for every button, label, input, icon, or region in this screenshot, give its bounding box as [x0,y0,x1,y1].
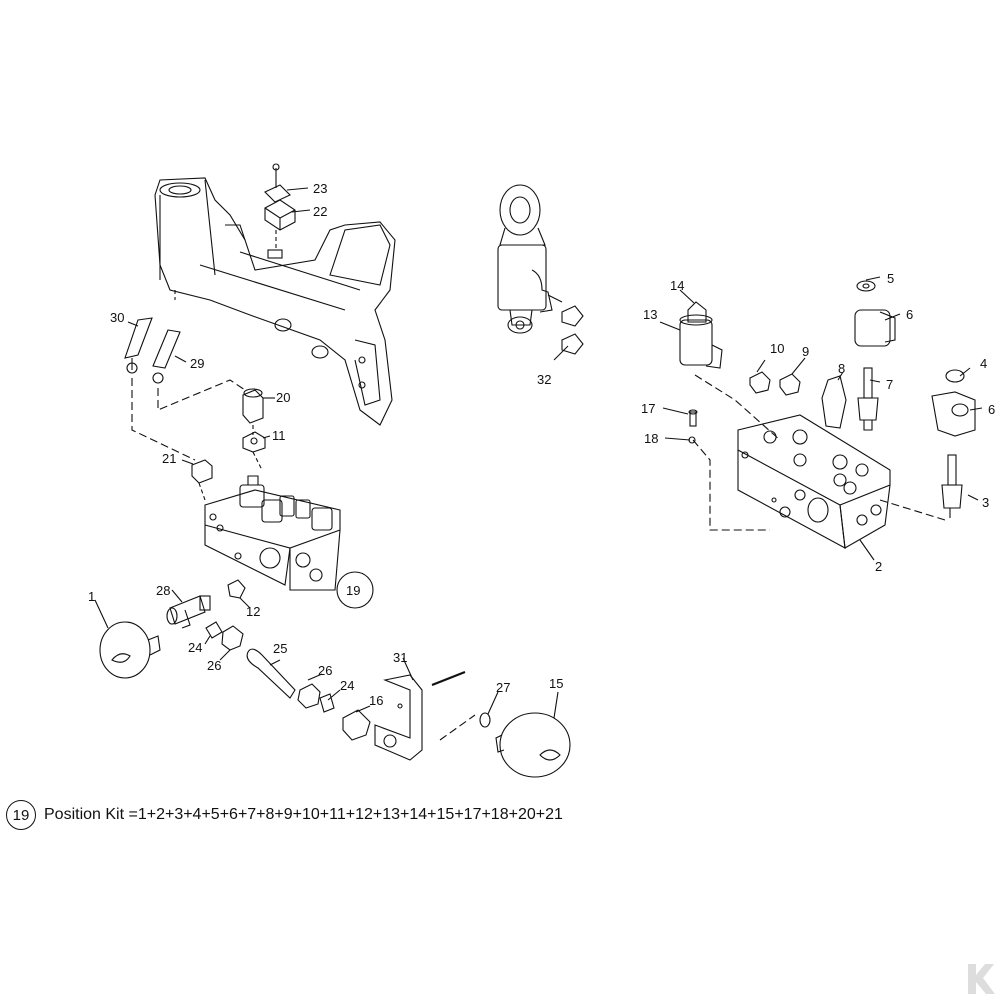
cylinder [497,184,563,334]
callout-9: 9 [802,344,809,359]
callout-1: 1 [88,589,95,604]
hose-30 [124,317,153,374]
nut-5 [856,280,876,292]
nut-10 [749,371,771,394]
callout-21: 21 [162,451,176,466]
fitting-12 [227,579,246,599]
callout-24a: 24 [188,640,202,655]
fitting-21 [191,459,213,484]
kit-number-circle: 19 [6,800,36,830]
callout-17: 17 [641,401,655,416]
callout-28: 28 [156,583,170,598]
nut-26b [297,683,321,709]
callout-32: 32 [537,372,551,387]
switch-8 [821,375,847,429]
fitting-20 [242,388,264,424]
callout-26a: 26 [207,658,221,673]
callout-14: 14 [670,278,684,293]
callout-13: 13 [643,307,657,322]
callout-20: 20 [276,390,290,405]
callout-6a: 6 [906,307,913,322]
callout-4: 4 [980,356,987,371]
nut-4 [945,369,965,383]
callout-labels: 23 22 30 29 20 11 21 19 28 12 1 24 26 25… [88,181,995,708]
kit-description: Position Kit =1+2+3+4+5+6+7+8+9+10+11+12… [44,806,563,823]
cap-14 [687,301,707,323]
solenoid-13 [679,314,723,369]
cartridge-7 [857,367,879,431]
tee-28 [166,595,211,629]
callout-23: 23 [313,181,327,196]
callout-25: 25 [273,641,287,656]
hose-29 [152,329,181,384]
leader-lines [94,187,983,719]
callout-5: 5 [887,271,894,286]
callout-6b: 6 [988,402,995,417]
kit-circle-19 [336,571,374,609]
callout-10: 10 [770,341,784,356]
callout-24b: 24 [340,678,354,693]
axle-housing [154,177,396,426]
callout-15: 15 [549,676,563,691]
callout-3: 3 [982,495,989,510]
coil-6a [854,309,896,347]
callout-22: 22 [313,204,327,219]
callout-2: 2 [875,559,882,574]
callout-29: 29 [190,356,204,371]
valve-block-2 [737,414,891,549]
valve-assembly-19 [204,475,341,591]
kit-legend: 19 Position Kit =1+2+3+4+5+6+7+8+9+10+11… [6,800,563,830]
callout-31: 31 [393,650,407,665]
cartridge-3 [941,454,963,518]
callout-26b: 26 [318,663,332,678]
brand-mark-icon [968,964,995,994]
callout-19: 19 [346,583,360,598]
bracket-31 [374,670,466,761]
adapter-24b [319,693,335,713]
fittings-32 [561,305,584,355]
coil-6b [931,391,976,437]
callout-30: 30 [110,310,124,325]
nut-9 [779,373,801,396]
callout-27: 27 [496,680,510,695]
accumulator-15 [495,712,571,778]
screw-17 [688,409,698,427]
fitting-16 [342,709,371,741]
accumulator-1 [99,621,161,679]
nut-26a [221,625,244,651]
pipe-25 [246,648,296,699]
callout-18: 18 [644,431,658,446]
adapter-24a [205,621,223,639]
o-ring-27 [479,712,491,728]
callout-12: 12 [246,604,260,619]
callout-8: 8 [838,361,845,376]
callout-11: 11 [272,428,286,443]
nut-11 [242,431,266,453]
block-22 [264,199,296,250]
bolt-23 [264,163,291,203]
callout-16: 16 [369,693,383,708]
callout-7: 7 [886,377,893,392]
